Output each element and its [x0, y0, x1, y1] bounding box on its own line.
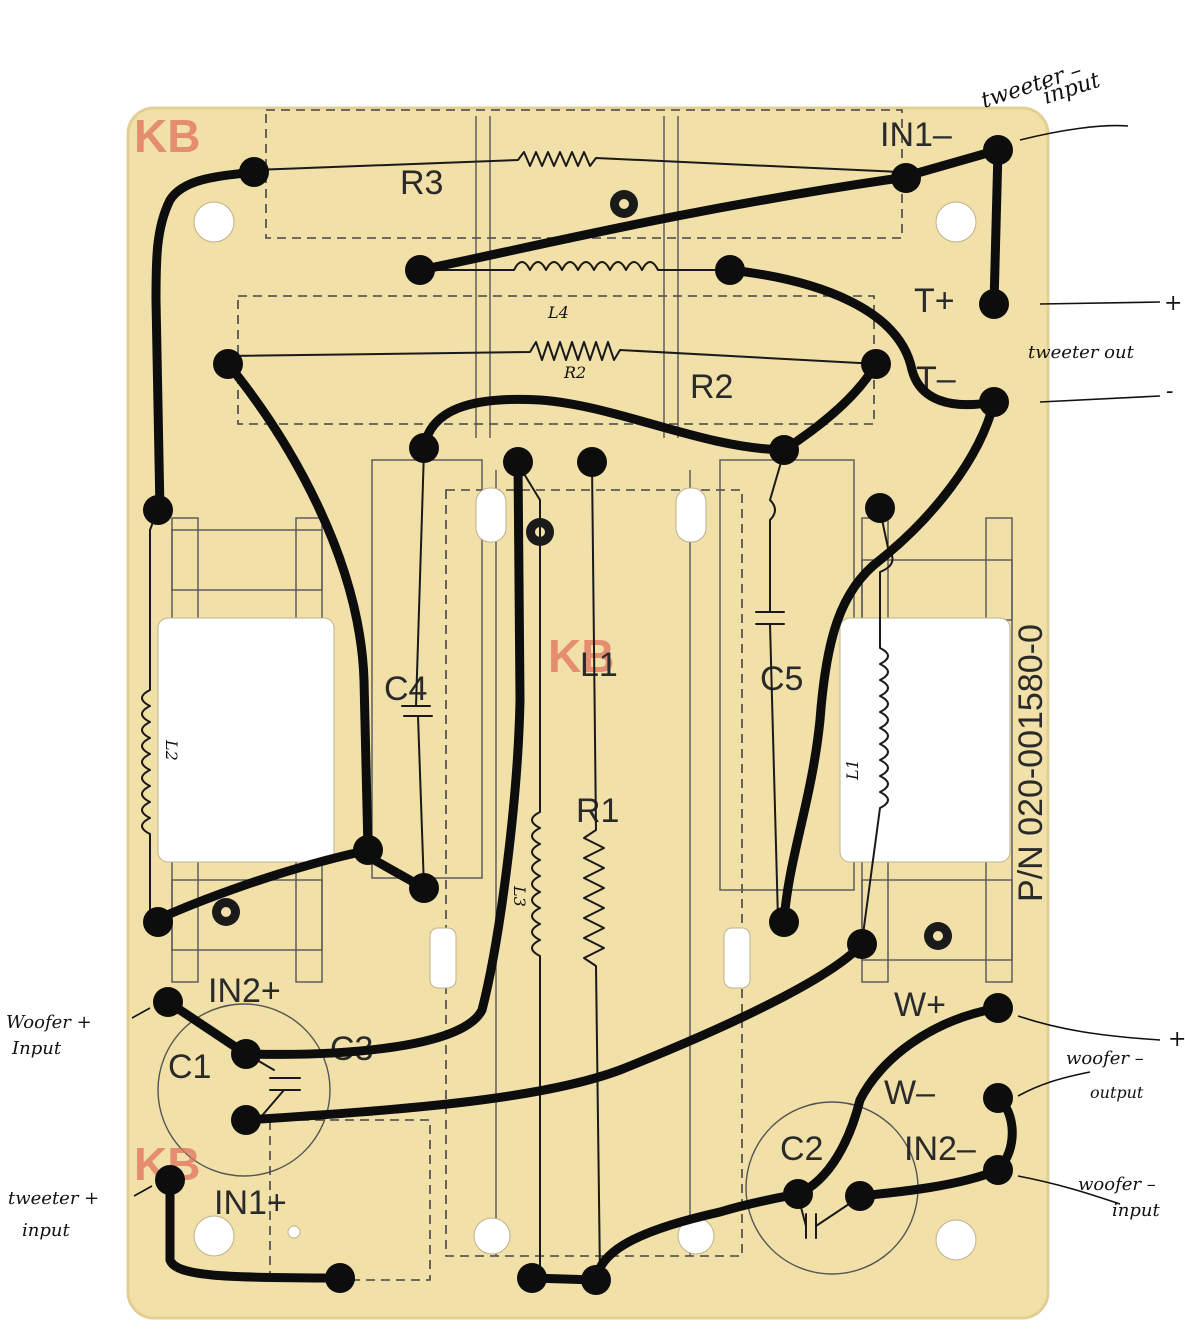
annotation-tweeter-plus-sign: +	[1164, 291, 1182, 316]
part-number: P/N 020-001580-0	[1012, 624, 1050, 902]
wire-tweeter-plus-input	[165, 1175, 345, 1283]
r2-resistor-symbol	[227, 341, 879, 365]
c2-capacitor-symbol	[797, 1195, 859, 1239]
l4-inductor-symbol	[419, 261, 731, 271]
wire-woofer-plus-input	[163, 997, 251, 1059]
kb-logo-top-left: KB	[134, 110, 200, 162]
pen-label-l3: L3	[510, 885, 529, 907]
c1-capacitor-symbol	[249, 1055, 301, 1119]
annotation-leaders	[131, 124, 1161, 1205]
component-symbols	[141, 151, 901, 1281]
c4-capacitor-symbol	[401, 449, 433, 889]
wire-l3-top-to-c3	[245, 457, 525, 1059]
label-c1: C1	[168, 1048, 211, 1086]
l1-inductor-symbol	[861, 509, 894, 943]
left-cutout	[157, 617, 335, 863]
annotation-tweeter-plus-input-line1: tweeter +	[8, 1188, 99, 1209]
r3-resistor-symbol	[253, 151, 901, 173]
label-in1-plus: IN1+	[214, 1184, 287, 1222]
wire-c1-to-l1	[241, 939, 867, 1125]
pen-label-l2: L2	[162, 739, 181, 761]
annotation-woofer-output-line1: woofer –	[1066, 1048, 1144, 1069]
label-l1: L1	[580, 646, 618, 684]
pen-labels: L4 R2 L2 L3 L1	[162, 303, 862, 907]
label-t-plus: T+	[914, 282, 955, 320]
kb-logo-center: KB	[548, 630, 614, 682]
label-w-plus: W+	[894, 986, 946, 1024]
annotation-tweeter-out: tweeter out	[1028, 342, 1135, 363]
wire-traces	[151, 145, 1017, 1285]
right-cutout	[839, 617, 1011, 863]
wire-t-minus-to-c5	[779, 397, 999, 927]
label-r3: R3	[400, 164, 443, 202]
label-in2-minus: IN2–	[904, 1130, 976, 1168]
pen-label-r2: R2	[563, 363, 586, 382]
l3-inductor-symbol	[517, 463, 541, 1281]
annotation-woofer-plus-input-line1: Woofer +	[6, 1012, 92, 1033]
pen-label-l1: L1	[843, 759, 862, 781]
label-r2: R2	[690, 368, 733, 406]
wire-r3-to-l2	[151, 167, 259, 517]
c5-capacitor-symbol	[755, 451, 785, 921]
wire-l2-to-in2	[151, 847, 429, 925]
l2-inductor-symbol	[141, 513, 157, 921]
label-c5: C5	[760, 660, 803, 698]
label-in1-minus: IN1–	[880, 116, 952, 154]
annotation-woofer-output-line2: output	[1090, 1083, 1144, 1102]
wire-c4-top-to-r2	[419, 359, 881, 455]
pen-label-l4: L4	[547, 303, 569, 322]
solder-pads	[143, 135, 1013, 1295]
silkscreen-labels: R3 R2 R1 L1 C4 C5 C1 C3 C2 IN1– IN1+ IN2…	[168, 116, 1050, 1222]
wire-l4-right-to-t-minus	[725, 265, 999, 410]
label-c2: C2	[780, 1130, 823, 1168]
annotation-tweeter-minus-sign: -	[1166, 379, 1173, 404]
annotation-woofer-plus-input-line2: Input	[11, 1038, 62, 1059]
annotation-woofer-minus-input-line1: woofer –	[1078, 1174, 1156, 1195]
label-r1: R1	[576, 792, 619, 830]
annotation-woofer-minus-input-line2: input	[1112, 1200, 1160, 1221]
label-w-minus: W–	[884, 1074, 935, 1112]
wire-l4-to-in1	[415, 145, 1003, 309]
label-in2-plus: IN2+	[208, 972, 281, 1010]
label-c4: C4	[384, 670, 427, 708]
pcb-board	[126, 106, 1050, 1320]
annotation-tweeter-plus-input-line2: input	[22, 1220, 70, 1241]
wire-r2-left-down	[223, 359, 373, 855]
annotation-woofer-output-plus: +	[1168, 1027, 1185, 1052]
r1-resistor-symbol	[583, 463, 605, 1277]
component-outlines	[157, 109, 1013, 1281]
